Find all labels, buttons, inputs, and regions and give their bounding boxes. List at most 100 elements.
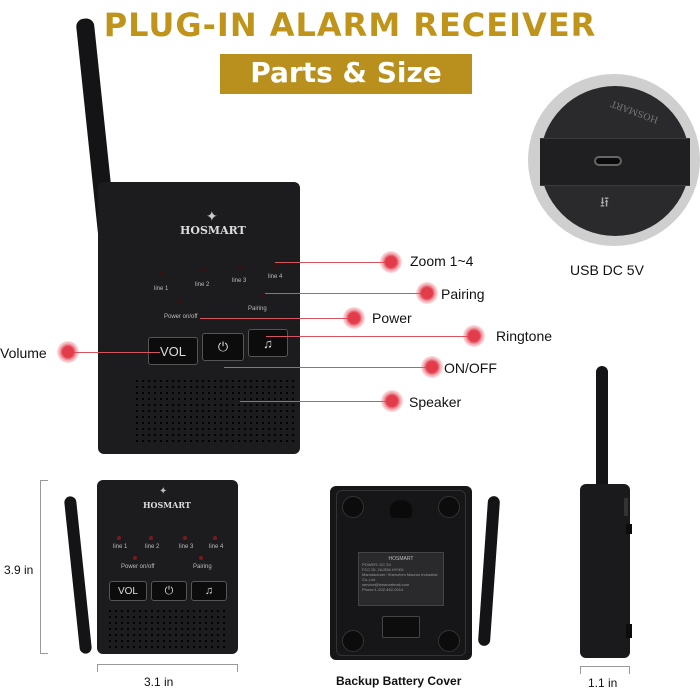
- product-label: HOSMART POWER: DC 5V FCC ID: 2AJEM-HY001…: [358, 552, 444, 606]
- line-label: line 1: [113, 544, 128, 550]
- led-line-1: [117, 536, 121, 540]
- width-dimension: 3.1 in: [144, 675, 174, 689]
- foot-bottom-left: [342, 630, 364, 652]
- volume-leader: [68, 352, 160, 353]
- subtitle-bar: [220, 54, 472, 94]
- speaker-grille: [107, 608, 229, 648]
- line-label: line 2: [145, 544, 160, 550]
- usb-brand-mark: HOSMART: [609, 97, 660, 125]
- led-power: [178, 300, 182, 304]
- led-power: [133, 556, 137, 560]
- led-line-4: [213, 536, 217, 540]
- usb-callout: USB DC 5V: [570, 262, 644, 278]
- usb-port-panel: ⭿ HOSMART: [540, 86, 690, 236]
- antenna-front: [63, 495, 93, 655]
- label-line: FCC ID: 2AJEM-HY001: [362, 567, 405, 572]
- ringtone-leader: [266, 336, 470, 337]
- page-title: PLUG-IN ALARM RECEIVER: [103, 6, 597, 44]
- power-callout: Power: [372, 310, 412, 326]
- label-line: service@hosmartmall.com: [362, 582, 410, 587]
- line-label: line 2: [195, 282, 210, 288]
- line-label: line 1: [154, 286, 169, 292]
- pairing-label: Pairing: [193, 564, 212, 570]
- led-line-2: [201, 268, 205, 272]
- pairing-label: Pairing: [248, 306, 267, 312]
- depth-bracket: [580, 666, 630, 674]
- back-caption: Backup Battery Cover: [336, 674, 462, 688]
- antenna-side: [596, 366, 608, 496]
- onoff-marker: [421, 356, 443, 378]
- speaker-callout: Speaker: [409, 394, 462, 410]
- ringtone-button[interactable]: ♫: [191, 581, 227, 601]
- back-device: HOSMART POWER: DC 5V FCC ID: 2AJEM-HY001…: [330, 486, 472, 660]
- power-label: Power on/off: [121, 564, 155, 570]
- hosmart-logo-icon: ✦: [159, 486, 168, 497]
- side-device: [580, 484, 632, 658]
- speaker-grille: [134, 378, 294, 444]
- foot-top-left: [342, 496, 364, 518]
- volume-button[interactable]: VOL: [109, 581, 147, 601]
- line-label: line 3: [179, 544, 194, 550]
- ringtone-marker: [463, 325, 485, 347]
- speaker-marker: [381, 390, 403, 412]
- power-icon: ⏻: [164, 584, 174, 597]
- back-panel: [336, 490, 466, 656]
- usb-edge-strip: [540, 138, 690, 186]
- music-note-icon: ♫: [204, 585, 214, 597]
- usb-c-port: [594, 156, 622, 166]
- led-line-2: [149, 536, 153, 540]
- pairing-marker: [416, 282, 438, 304]
- led-line-3: [238, 266, 242, 270]
- power-button[interactable]: ⏻: [151, 581, 187, 601]
- power-icon: ⏻: [217, 339, 229, 354]
- onoff-callout: ON/OFF: [444, 360, 497, 376]
- volume-button[interactable]: VOL: [148, 337, 198, 365]
- front-device: ✦ HOSMART line 1 line 2 line 3 line 4 Po…: [97, 480, 238, 654]
- zoom-leader: [275, 262, 387, 263]
- depth-dimension: 1.1 in: [588, 676, 618, 690]
- battery-cover[interactable]: [382, 616, 420, 638]
- side-foot-top: [626, 524, 632, 534]
- height-bracket: [40, 480, 48, 654]
- antenna-back: [477, 495, 501, 647]
- foot-bottom-right: [438, 630, 460, 652]
- pairing-leader: [265, 293, 423, 294]
- zoom-callout: Zoom 1~4: [410, 253, 474, 269]
- led-line-4: [274, 264, 278, 268]
- screw-cover: [390, 500, 412, 518]
- led-pairing: [199, 556, 203, 560]
- power-leader: [200, 318, 350, 319]
- front-brand: HOSMART: [143, 500, 191, 510]
- power-marker: [343, 307, 365, 329]
- led-line-1: [160, 272, 164, 276]
- foot-top-right: [438, 496, 460, 518]
- label-line: Phone:1-202-462-0014: [362, 587, 404, 592]
- zoom-marker: [380, 251, 402, 273]
- onoff-leader: [224, 367, 428, 368]
- led-line-3: [183, 536, 187, 540]
- usb-icon: ⭿: [600, 194, 610, 210]
- led-pairing: [260, 294, 264, 298]
- label-brand: HOSMART: [388, 556, 414, 562]
- music-note-icon: ♫: [263, 335, 273, 351]
- pairing-callout: Pairing: [441, 286, 485, 302]
- device-brand: HOSMART: [180, 224, 246, 237]
- side-foot-bottom: [626, 624, 632, 638]
- label-line: Manufacturer: Shenzhen Macmo Industrial …: [362, 572, 438, 582]
- ringtone-callout: Ringtone: [496, 328, 553, 344]
- height-dimension: 3.9 in: [4, 563, 34, 577]
- volume-callout: Volume: [0, 345, 47, 361]
- power-label: Power on/off: [164, 314, 198, 320]
- label-line: POWER: DC 5V: [362, 562, 392, 567]
- page-subtitle: Parts & Size: [250, 56, 442, 89]
- power-button[interactable]: ⏻: [202, 333, 244, 361]
- line-label: line 3: [232, 278, 247, 284]
- line-label: line 4: [268, 274, 283, 280]
- hosmart-logo-icon: ✦: [206, 208, 218, 224]
- line-label: line 4: [209, 544, 224, 550]
- usb-detail-circle: ⭿ HOSMART: [528, 74, 700, 246]
- volume-marker: [57, 341, 79, 363]
- ringtone-button[interactable]: ♫: [248, 329, 288, 357]
- speaker-leader: [240, 401, 388, 402]
- side-usb-slot: [624, 498, 628, 516]
